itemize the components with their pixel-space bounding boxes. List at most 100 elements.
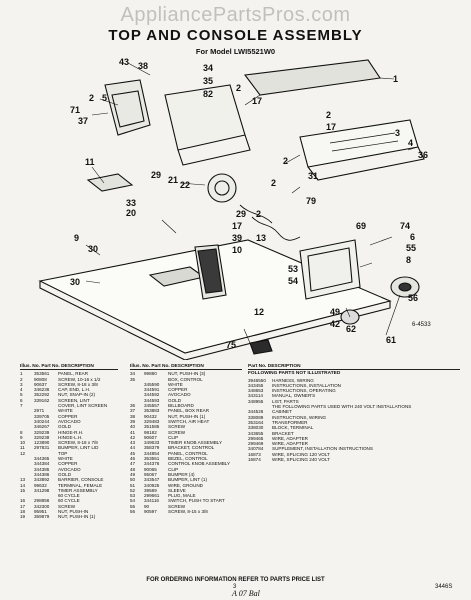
table-cell-n: 8 — [20, 429, 23, 435]
table-cell-n: 52 — [130, 487, 136, 493]
table-cell-p: 98182 — [144, 429, 157, 435]
callout-37: 37 — [78, 116, 88, 126]
table-cell-p: 329483 — [144, 418, 160, 424]
table-cell-d: SCREW, 10-16 x 1/2 — [58, 376, 101, 382]
callout-10: 10 — [232, 245, 242, 255]
table-cell-d: CABINET — [272, 409, 292, 415]
table-cell-p: 344384 — [34, 461, 50, 467]
table-cell-d: BUMPER (4) — [168, 471, 195, 477]
callout-71: 71 — [70, 105, 80, 115]
table-cell-d: INSTRUCTIONS, INSTALLATION — [272, 382, 341, 388]
control-panel-shape — [299, 119, 419, 168]
table-cell-d: HARNESS, WIRING — [272, 377, 314, 383]
table-cell-d: COPPER — [58, 413, 78, 419]
table-cell-n: 37 — [130, 408, 136, 414]
callout-17b: 17 — [326, 122, 336, 132]
callout-2f: 2 — [256, 209, 261, 219]
callout-54: 54 — [288, 276, 298, 286]
table-cell-d: AVOCADO — [58, 418, 81, 424]
table-cell-p: 343547 — [144, 477, 160, 483]
table-cell-d: SCREW — [168, 424, 186, 430]
diagram-code: 6-4533 — [412, 322, 431, 328]
callout-33: 33 — [126, 198, 136, 208]
table-cell-n: 6 — [20, 397, 23, 403]
table-cell-p: 343892 — [34, 477, 50, 483]
table-cell-d: WIRE, GROUND — [168, 482, 203, 488]
table-cell-p: 344386 — [34, 471, 50, 477]
callout-31: 31 — [308, 171, 318, 181]
table-cell-d: BLOCK, TERMINAL — [272, 425, 314, 431]
callout-39: 39 — [232, 233, 242, 243]
table-cell-d: WIRE, SPLICING 120 VOLT — [272, 451, 330, 457]
end-cap-left-shape — [104, 79, 151, 136]
table-cell-p: 3946550 — [248, 377, 266, 383]
callout-4: 4 — [408, 138, 413, 148]
table-cell-p: 345590 — [144, 381, 160, 387]
table-cell-n: 7 — [20, 403, 23, 409]
table-cell-d: SWITCH, PUSH TO START — [168, 498, 225, 504]
table-cell-d: WHITE — [168, 381, 183, 387]
table-cell-p: 353164 — [248, 419, 264, 425]
table-cell-p: 351585 — [144, 424, 160, 430]
top-panel-edge — [39, 281, 391, 360]
table-cell-p: 343114 — [248, 393, 263, 399]
table-row: 3946550 HARNESS, WIRING — [248, 378, 460, 383]
table-cell-p: 338089 — [248, 414, 264, 420]
document-number: 3446S — [435, 584, 453, 590]
ordering-notice: FOR ORDERING INFORMATION REFER TO PARTS … — [146, 577, 325, 583]
table-cell-p: 339705 — [34, 413, 50, 419]
table-cell-d: 60 CYCLE — [58, 493, 80, 499]
table-cell-n: 42 — [130, 434, 136, 440]
table-cell-n: 46 — [130, 456, 136, 462]
table-cell-p: 95951 — [34, 509, 47, 515]
handwritten-mark: A 07 Bal — [232, 589, 260, 598]
table-cell-d: NUT, PUSH-IN (1) — [168, 413, 206, 419]
site-watermark: AppliancePartsPros.com — [120, 4, 351, 26]
table-cell-p: 346267 — [34, 424, 50, 430]
table-cell-n: 48 — [130, 466, 136, 472]
table-cell-d: HINGE-R.H. — [58, 429, 84, 435]
table-cell-d: NUT, SNAP-IN (2) — [58, 392, 96, 398]
table-cell-n: 44 — [130, 445, 136, 451]
callout-17c: 17 — [232, 221, 242, 231]
callout-82: 82 — [203, 89, 213, 99]
table-cell-p: 90597 — [144, 509, 157, 515]
table-cell-d: GOLD — [168, 397, 182, 403]
callout-30a: 30 — [88, 244, 98, 254]
table-cell-d: SWITCH, AIR HEAT — [168, 418, 210, 424]
table-cell-p: 340244 — [34, 418, 50, 424]
table-cell-d: HINGE-L.H. — [58, 434, 83, 440]
table-cell-p: 340784 — [248, 446, 264, 452]
table-cell-d: SCREW, 8-18 x 3/8 — [58, 381, 98, 387]
callout-49: 49 — [330, 307, 340, 317]
table-cell-d: GOLD — [58, 471, 72, 477]
model-subtitle: For Model LWI5521W0 — [195, 47, 276, 56]
table-cell-d: CLIP — [168, 434, 179, 440]
table-cell-d: COPPER — [168, 387, 188, 393]
table-cell-p: 344376 — [144, 461, 160, 467]
callout-5: 5 — [102, 93, 107, 103]
table-cell-p: 339162 — [34, 397, 50, 403]
table-cell-p: 299465 — [248, 435, 264, 441]
